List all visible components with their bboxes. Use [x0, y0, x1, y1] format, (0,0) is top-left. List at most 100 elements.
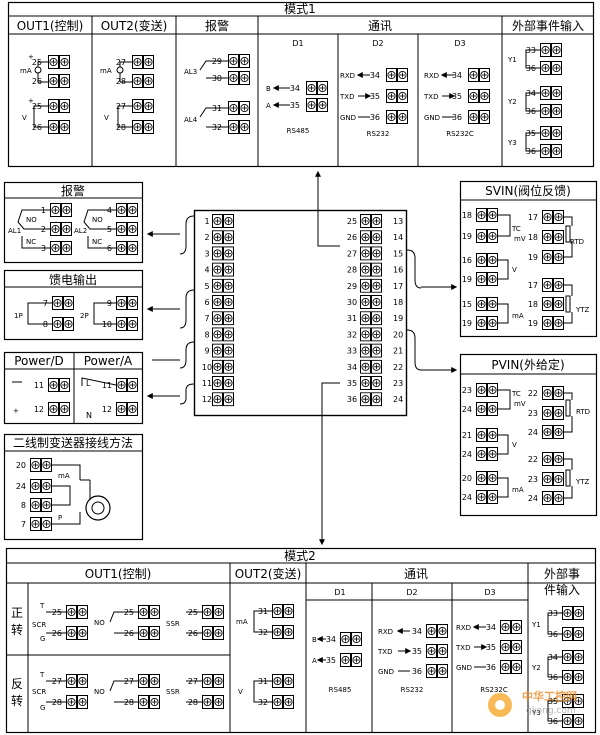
- svg-text:22: 22: [528, 389, 538, 398]
- pvin-tc-label: TC: [511, 390, 521, 398]
- svg-text:12: 12: [102, 405, 112, 414]
- mode2-d3-rxd-label: RXD: [456, 624, 471, 632]
- ext-y1-label: Y1: [507, 56, 517, 64]
- power-d-title: Power/D: [14, 354, 64, 368]
- svg-text:19: 19: [462, 319, 472, 328]
- al4-label: AL4: [184, 116, 198, 124]
- right-terminal-label: 13: [393, 217, 403, 226]
- left-terminal: [212, 343, 234, 358]
- left-terminal: [212, 311, 234, 326]
- svg-text:34: 34: [326, 635, 336, 644]
- inner-terminal-label: 36: [347, 395, 357, 404]
- left-terminal: [212, 327, 234, 342]
- watermark-url: gkong.com: [526, 706, 576, 716]
- mode2-d3-label: D3: [484, 588, 495, 597]
- mode2-rs485-label: RS485: [329, 686, 352, 694]
- power-panel: Power/D Power/A 11 12 + 11 12 L N: [3, 351, 144, 425]
- svg-text:11: 11: [102, 381, 112, 390]
- svg-text:34: 34: [486, 623, 496, 632]
- pvin-ytz-label: YTZ: [575, 478, 590, 486]
- inner-terminal: [360, 359, 382, 374]
- right-terminal-label: 15: [393, 249, 403, 258]
- left-terminal: [212, 359, 234, 374]
- inner-terminal: [360, 343, 382, 358]
- left-terminal: [212, 392, 234, 407]
- right-terminal-label: 14: [393, 233, 403, 242]
- svin-ma-label: mA: [512, 312, 524, 320]
- d3-rs232c-label: RS232C: [446, 130, 474, 138]
- svg-text:24: 24: [16, 482, 26, 491]
- feed-title: 馈电输出: [49, 272, 97, 287]
- mode2-d2-rxd-label: RXD: [378, 628, 393, 636]
- mode2-d3-gnd-label: GND: [456, 664, 472, 672]
- al2-no-label: NO: [92, 216, 103, 224]
- svg-text:20: 20: [16, 461, 26, 470]
- svg-text:36: 36: [486, 663, 496, 672]
- watermark-brand: 中华工控网: [522, 689, 577, 703]
- fwd-t-label: T: [39, 602, 45, 610]
- left-terminal-label: 3: [204, 249, 209, 258]
- svg-text:25: 25: [32, 58, 42, 67]
- out1-v-label: V: [22, 114, 27, 122]
- inner-terminal: [360, 278, 382, 293]
- mode2-title: 模式2: [284, 549, 316, 563]
- inner-terminal: [360, 230, 382, 245]
- inner-terminal: [360, 392, 382, 407]
- mode1-panel: 模式1 OUT1(控制) OUT2(变送) 报警 通讯 外部事件输入 D1 D2…: [7, 1, 595, 168]
- inner-terminal-label: 27: [347, 249, 357, 258]
- pvin-mv-label: mV: [514, 400, 526, 408]
- mode2-y2-label: Y2: [531, 664, 541, 672]
- row-reverse-1: 反: [11, 677, 23, 691]
- mode2-panel: 模式2 OUT1(控制) OUT2(变送) 通讯 外部事 件输入 D1 D2 D…: [5, 547, 597, 734]
- fwd-g-label: G: [40, 635, 45, 643]
- inner-terminal: [360, 214, 382, 228]
- right-terminal-label: 23: [393, 379, 403, 388]
- row-reverse-2: 转: [11, 693, 23, 708]
- feed-1p-label: 1P: [14, 312, 23, 320]
- mode1-d3-label: D3: [454, 39, 465, 48]
- mode1-out1-header: OUT1(控制): [17, 19, 84, 33]
- svg-text:20: 20: [462, 474, 472, 483]
- right-terminal-label: 16: [393, 266, 403, 275]
- power-a-title: Power/A: [84, 354, 133, 368]
- inner-terminal-label: 34: [347, 363, 357, 372]
- mode2-rs232-label: RS232: [401, 686, 424, 694]
- d1-b-label: B: [266, 85, 271, 93]
- svg-text:35: 35: [486, 643, 496, 652]
- svg-text:22: 22: [528, 455, 538, 464]
- rev-scr-label: SCR: [32, 688, 46, 696]
- svg-text:35: 35: [326, 656, 336, 665]
- svg-text:19: 19: [462, 275, 472, 284]
- d2-txd-label: TXD: [339, 93, 354, 101]
- mode1-d2-label: D2: [372, 39, 383, 48]
- rev-no-label: NO: [94, 688, 105, 696]
- alarm-title: 报警: [61, 183, 85, 198]
- two-wire-title: 二线制变送器接线方法: [13, 435, 133, 450]
- svg-text:7: 7: [21, 520, 26, 529]
- mode1-d1-label: D1: [292, 39, 303, 48]
- svg-text:24: 24: [462, 493, 472, 502]
- al2-nc-label: NC: [92, 238, 102, 246]
- left-terminal-label: 11: [202, 379, 212, 388]
- fwd-scr-label: SCR: [32, 621, 46, 629]
- inner-terminal: [360, 311, 382, 326]
- svg-text:35: 35: [370, 92, 380, 101]
- mode2-rs232c-label: RS232C: [480, 686, 508, 694]
- fwd-no-label: NO: [94, 619, 105, 627]
- svin-title: SVIN(阀位反馈): [485, 183, 571, 198]
- al1-label: AL1: [8, 227, 21, 235]
- right-terminal-label: 17: [393, 282, 403, 291]
- svg-text:16: 16: [462, 256, 472, 265]
- pvin-v-label: V: [512, 441, 517, 449]
- left-terminal: [212, 214, 234, 228]
- d3-rxd-label: RXD: [424, 72, 439, 80]
- svg-text:17: 17: [528, 281, 538, 290]
- left-terminal-label: 10: [202, 363, 212, 372]
- mode1-out2-header: OUT2(变送): [101, 18, 168, 33]
- right-terminal-label: 22: [393, 363, 403, 372]
